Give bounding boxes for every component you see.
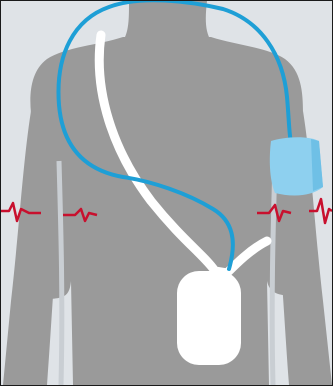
monitor-device-icon <box>177 271 241 365</box>
neck <box>123 1 211 41</box>
